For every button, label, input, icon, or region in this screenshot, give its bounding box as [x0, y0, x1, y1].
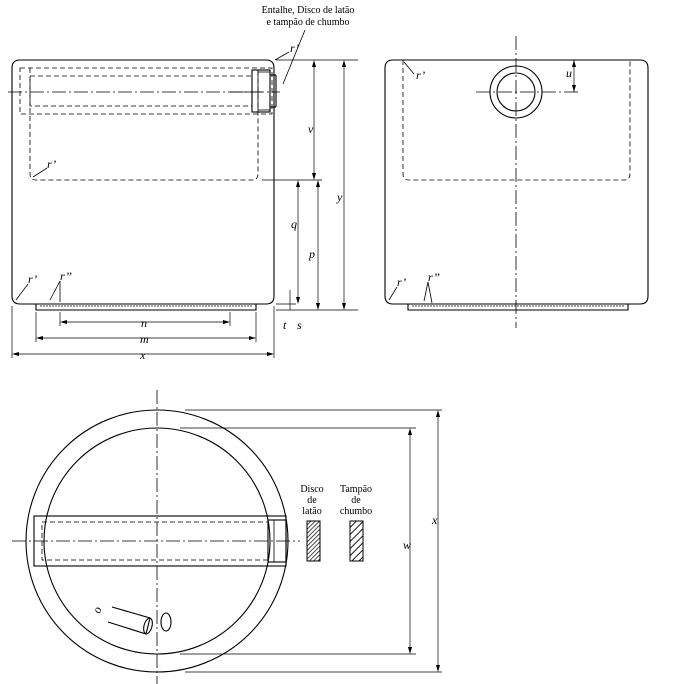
header-note: Entalhe, Disco de latão e tampão de chum… [262, 5, 355, 85]
legend-brass-line1: Disco [300, 484, 323, 495]
side-leader-r-double-a [423, 281, 429, 302]
legend-brass-swatch [306, 520, 321, 562]
front-label-r-cavity: r’ [47, 157, 56, 171]
legend-brass-line2: de [307, 495, 317, 506]
front-slot-hidden [19, 67, 273, 115]
side-label-r-double: r’’ [428, 270, 440, 284]
side-cavity-hidden [402, 60, 631, 181]
front-plug-inner [257, 71, 271, 111]
top-view: o Disco de latão Tampão de chumbo w x [12, 390, 442, 684]
front-dim-x-arrow-left [12, 352, 19, 356]
front-dim-n-arrow-left [60, 320, 67, 324]
top-pin-end [143, 617, 153, 635]
front-label-y: y [336, 190, 343, 204]
header-note-leader [282, 29, 306, 85]
legend-brass-line3: latão [302, 506, 321, 517]
front-cavity-hidden [29, 68, 259, 181]
front-label-r-double: r’’ [60, 269, 72, 283]
legend-brass-disc: Disco de latão [300, 484, 324, 562]
front-leader-r-bottom [15, 283, 29, 301]
front-dim-v-arrow-bottom [312, 173, 316, 180]
top-dim-w-arrow-top [408, 428, 412, 435]
front-leader-r-top [274, 51, 290, 61]
legend-lead-line3: chumbo [340, 506, 372, 517]
front-dim-v-arrow-top [312, 60, 316, 67]
front-dim-q-arrow-top [296, 180, 300, 187]
front-body-outline [11, 59, 275, 305]
side-base-recess [407, 304, 629, 311]
side-leader-r-bottom [388, 286, 398, 301]
top-pin-slot [160, 612, 172, 632]
legend-lead-line1: Tampão [340, 484, 372, 495]
legend-lead-line2: de [351, 495, 361, 506]
side-dim-u-arrow-bottom [572, 85, 576, 92]
top-label-o: o [89, 605, 104, 615]
front-base-recess [35, 304, 257, 311]
top-slot-outline [33, 515, 287, 567]
top-dim-x-arrow-top [436, 410, 440, 417]
front-label-m: m [140, 332, 149, 346]
top-pin-body [107, 606, 151, 635]
front-label-q: q [291, 217, 297, 231]
side-label-r-bottom: r’ [397, 275, 406, 289]
front-dim-q-arrow-bottom [296, 297, 300, 304]
front-plug-outline [251, 69, 271, 113]
header-note-line1: Entalhe, Disco de latão [262, 5, 355, 16]
side-body-outline [384, 59, 649, 305]
front-dim-m-arrow-right [249, 336, 256, 340]
front-view: r’ r’ r’ r’’ v y q p t [8, 41, 358, 362]
front-dim-m-arrow-left [36, 336, 43, 340]
top-dim-w-arrow-bottom [408, 647, 412, 654]
side-label-u: u [566, 66, 572, 80]
legend-lead-swatch [349, 520, 364, 562]
front-dim-p-arrow-bottom [316, 303, 320, 310]
header-note-line2: e tampão de chumbo [266, 17, 349, 28]
front-dim-n-arrow-right [223, 320, 230, 324]
front-dim-y-arrow-top [342, 60, 346, 67]
side-label-r-top: r’ [416, 68, 425, 82]
front-slot-inner-hidden [29, 75, 253, 107]
front-label-r-top: r’ [290, 41, 299, 55]
front-label-x: x [139, 348, 146, 362]
front-label-v: v [308, 122, 314, 136]
legend-lead-plug: Tampão de chumbo [340, 484, 372, 562]
front-label-r-bottom: r’ [28, 272, 37, 286]
front-label-n: n [141, 316, 147, 330]
side-leader-r-double-b [427, 281, 433, 304]
front-dim-p-arrow-top [316, 180, 320, 187]
side-dim-u-arrow-top [572, 60, 576, 67]
side-view: u r’ r’ r’’ [384, 36, 649, 328]
front-leader-r-double-a [49, 280, 61, 301]
front-label-t: t [283, 318, 287, 332]
side-leader-r-top [403, 61, 415, 75]
top-label-w: w [403, 538, 411, 552]
front-label-p: p [308, 247, 315, 261]
top-dim-x-arrow-bottom [436, 665, 440, 672]
front-dim-y-arrow-bottom [342, 303, 346, 310]
front-dim-x-arrow-right [267, 352, 274, 356]
top-label-x: x [431, 513, 438, 527]
front-leader-r-cavity [32, 167, 48, 178]
front-label-s: s [297, 318, 302, 332]
